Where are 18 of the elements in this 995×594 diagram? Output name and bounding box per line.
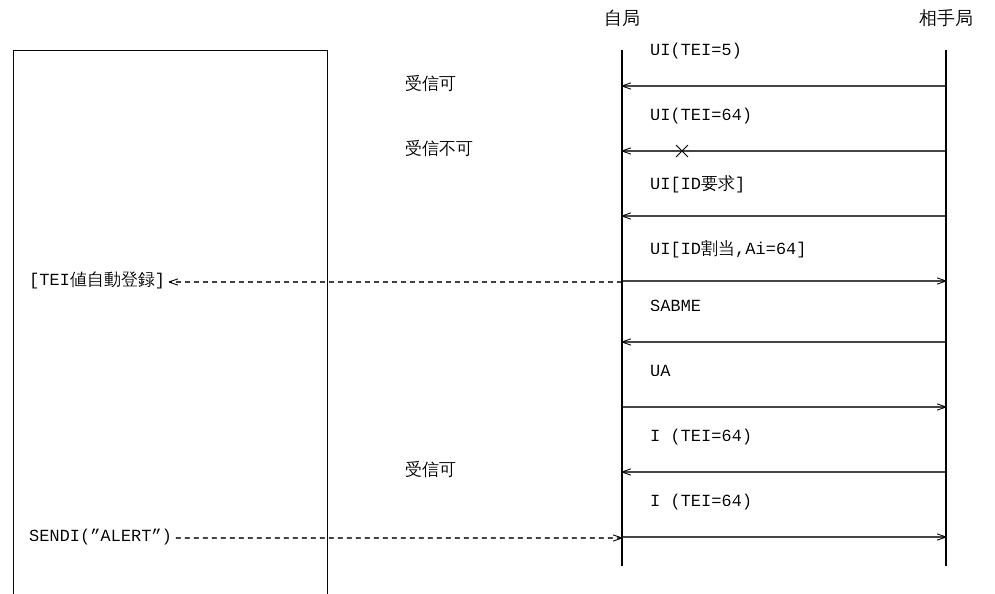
- message-arrow: [622, 277, 947, 285]
- state-note: 受信可: [405, 459, 456, 481]
- message-arrow: [622, 403, 947, 411]
- message-arrow: [621, 212, 946, 220]
- state-note: 受信可: [405, 73, 456, 95]
- message-arrow: [621, 82, 946, 90]
- message-arrow: [621, 338, 946, 346]
- dashed-arrow: [168, 278, 622, 286]
- lifeline-title: 自局: [604, 7, 640, 30]
- program-panel: [13, 50, 328, 594]
- message-arrow: [621, 147, 946, 155]
- state-note: 受信不可: [405, 138, 473, 160]
- message-arrow: [621, 468, 946, 476]
- program-step: [TEI値自動登録]: [29, 269, 166, 295]
- message-arrow: [622, 533, 947, 541]
- dashed-arrow: [176, 534, 623, 542]
- program-step: SENDI(”ALERT”): [29, 525, 172, 551]
- lifeline-title: 相手局: [919, 7, 973, 30]
